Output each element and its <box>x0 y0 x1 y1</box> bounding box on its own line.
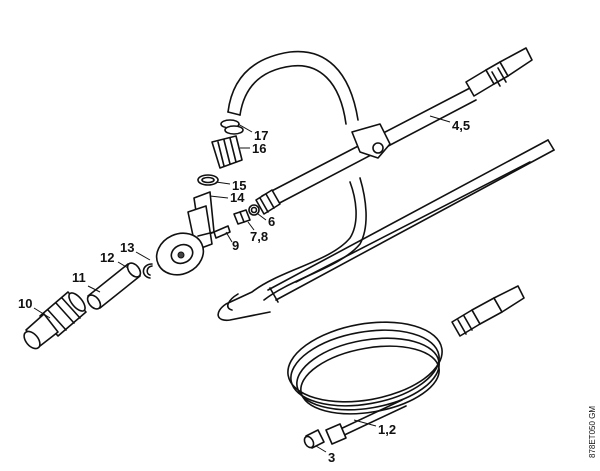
callout-14: 14 <box>230 190 245 205</box>
spray-lance <box>227 47 533 215</box>
callout-16: 16 <box>252 141 266 156</box>
callout-1-2: 1,2 <box>378 422 396 437</box>
small-fittings <box>213 204 260 239</box>
callout-3: 3 <box>328 450 335 465</box>
drawing-code: 878ET050 GM <box>588 406 597 458</box>
callout-12: 12 <box>100 250 114 265</box>
leader-lines <box>33 123 377 453</box>
high-pressure-hose <box>287 285 525 445</box>
hose-connector-parts <box>23 262 153 350</box>
nozzle-parts <box>197 119 244 186</box>
callout-4-5: 4,5 <box>452 118 470 133</box>
callout-15: 15 <box>232 178 246 193</box>
callout-9: 9 <box>232 238 239 253</box>
callout-labels: 4,5 17 16 15 14 6 7,8 9 13 12 11 10 1,2 … <box>18 118 470 465</box>
callout-7-8: 7,8 <box>250 229 268 244</box>
callout-17: 17 <box>254 128 268 143</box>
callout-11: 11 <box>72 270 86 285</box>
lance-extension-tube <box>217 139 555 322</box>
angle-nozzle-body <box>155 191 215 276</box>
hose-cap <box>303 429 325 449</box>
callout-10: 10 <box>18 296 32 311</box>
callout-13: 13 <box>120 240 134 255</box>
callout-6: 6 <box>268 214 275 229</box>
